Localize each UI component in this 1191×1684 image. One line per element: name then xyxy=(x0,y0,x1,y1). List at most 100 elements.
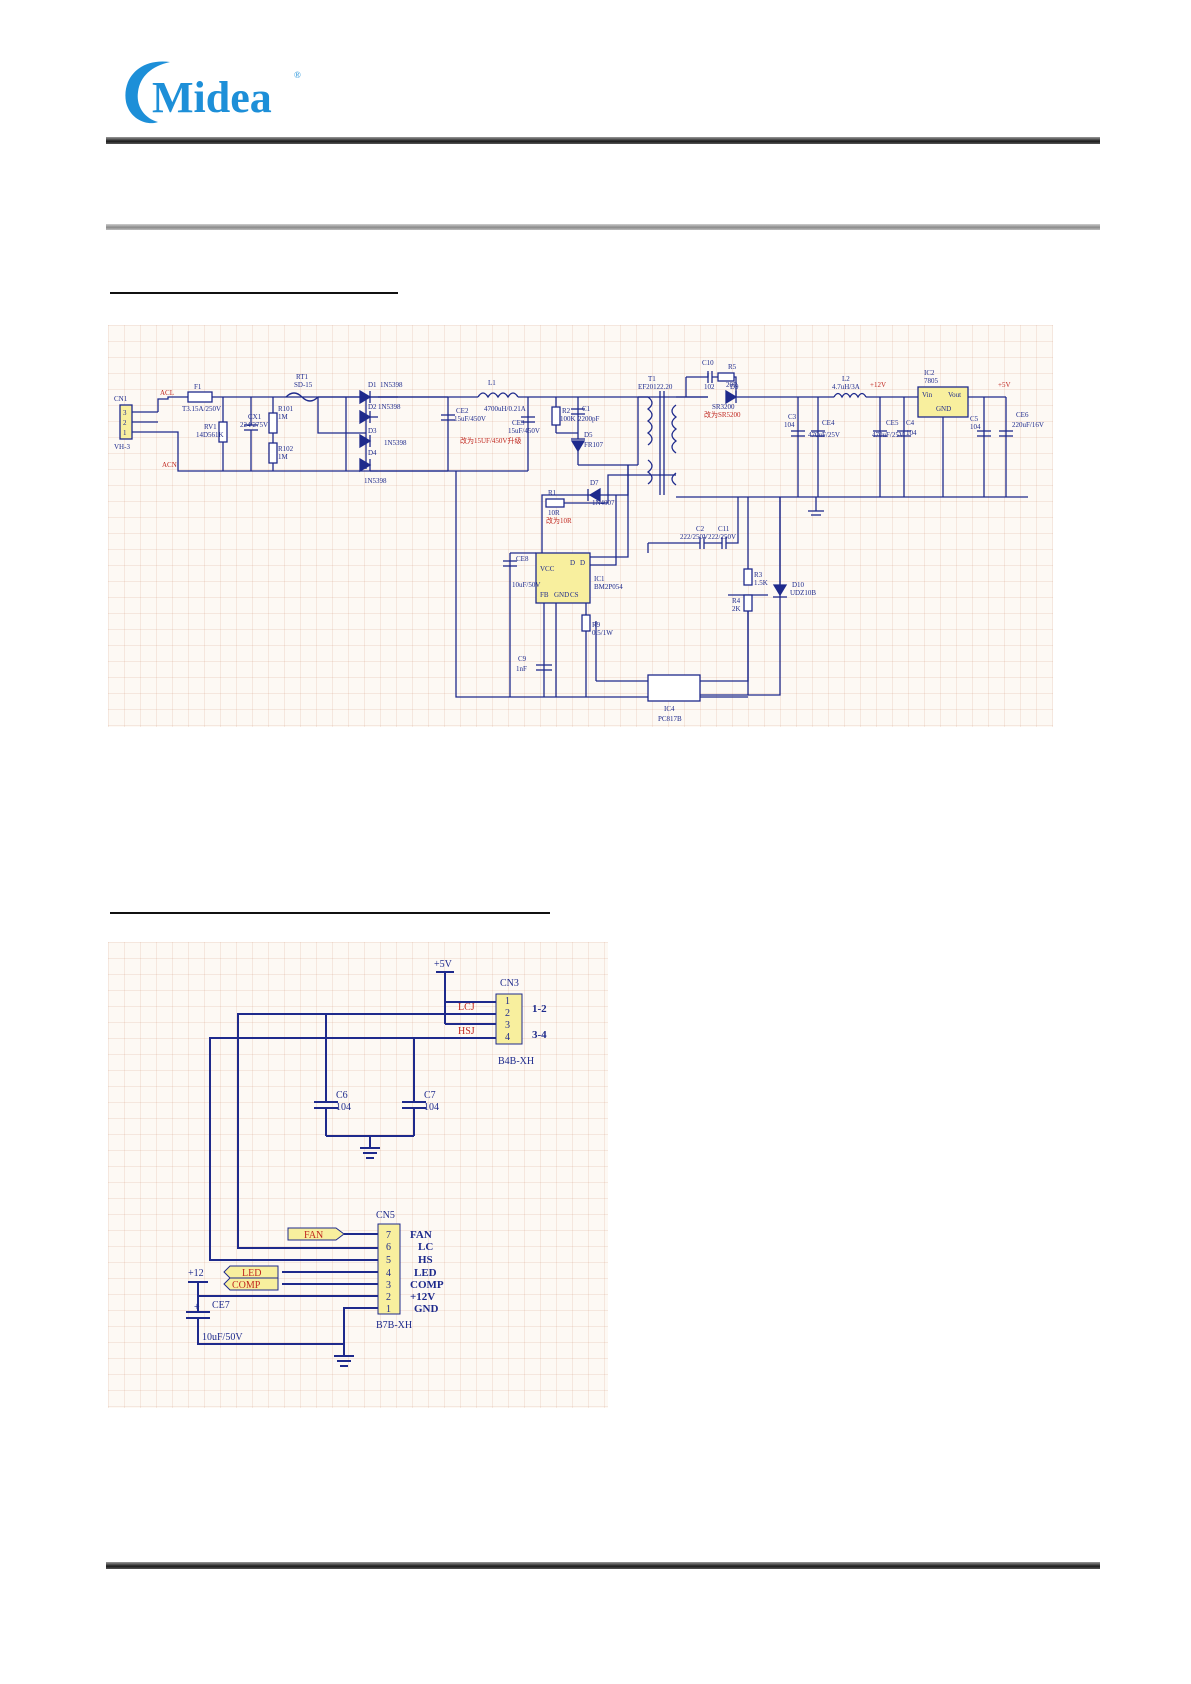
r2-label: R2 xyxy=(562,407,571,415)
l1-label: L1 xyxy=(488,379,496,387)
f1-value: T3.15A/250V xyxy=(182,405,221,413)
d5-value: FR107 xyxy=(584,441,604,449)
ce3-label: CE3 xyxy=(512,419,525,427)
r3-label: R3 xyxy=(754,571,763,579)
logo-swoosh xyxy=(125,61,170,124)
ic2-label: IC2 xyxy=(924,369,935,377)
ce7-value: 10uF/50V xyxy=(202,1332,243,1343)
ce7-label: CE7 xyxy=(212,1300,230,1311)
c7-label: C7 xyxy=(424,1090,436,1101)
l1-value: 4700uH/0.21A xyxy=(484,405,526,413)
d7-label: D7 xyxy=(590,479,599,487)
d2-label: D2 xyxy=(368,403,377,411)
comp-port-label: COMP xyxy=(232,1280,261,1291)
ic1-pin-d1: D xyxy=(570,559,575,567)
ic1-label: IC1 xyxy=(594,575,605,583)
cn5-label-led: LED xyxy=(414,1267,437,1279)
logo-registered: ® xyxy=(294,70,301,80)
ic4-value: PC817B xyxy=(658,715,682,723)
cn5-label-comp: COMP xyxy=(410,1279,444,1291)
ce6-label: CE6 xyxy=(1016,411,1029,419)
ce2-label: CE2 xyxy=(456,407,469,415)
cn3-note-1-2: 1-2 xyxy=(532,1003,547,1015)
plus5-net: +5V xyxy=(998,381,1011,389)
cn3-label: CN3 xyxy=(500,978,519,989)
c10-label: C10 xyxy=(702,359,714,367)
ic1-pin-d2: D xyxy=(580,559,585,567)
ic2-vin: Vin xyxy=(922,391,933,399)
d7-value: 1N4007 xyxy=(592,499,615,507)
r2-value: 100K xyxy=(560,415,576,423)
plus12-net: +12V xyxy=(870,381,886,389)
c6-label: C6 xyxy=(336,1090,348,1101)
cn3-pin-3: 3 xyxy=(505,1020,510,1031)
c1-label: C1 xyxy=(582,405,591,413)
ce4-value: 470uF/25V xyxy=(808,431,840,439)
r9-label: R9 xyxy=(592,621,601,629)
connector-schematic: +5V CN3 1 2 3 4 B4B-XH C6 104 C7 104 CN5… xyxy=(108,942,608,1408)
c10-value: 102 xyxy=(704,383,715,391)
t1-label: T1 xyxy=(648,375,656,383)
cn5-label-lc: LC xyxy=(418,1241,433,1253)
ce3-value: 15uF/450V xyxy=(508,427,540,435)
d4-label: D4 xyxy=(368,449,377,457)
ce5-value: 470uF/25V xyxy=(872,431,904,439)
d5-label: D5 xyxy=(584,431,593,439)
c5-value: 104 xyxy=(970,423,981,431)
ic2-gnd: GND xyxy=(936,405,951,413)
acn-net: ACN xyxy=(162,461,177,469)
rt1-label: RT1 xyxy=(296,373,309,381)
d9-value: SR3200 xyxy=(712,403,735,411)
t1-value: EF20122.20 xyxy=(638,383,673,391)
cn5-part: B7B-XH xyxy=(376,1320,412,1331)
c9-value: 1nF xyxy=(516,665,527,673)
l2-value: 4.7uH/3A xyxy=(832,383,860,391)
cn3-pin-4: 4 xyxy=(505,1032,510,1043)
r4-value: 2K xyxy=(732,605,741,613)
d9-note: 改为SR5200 xyxy=(704,410,741,419)
ce4-label: CE4 xyxy=(822,419,835,427)
cn5-pin-2: 2 xyxy=(386,1292,391,1303)
l2-label: L2 xyxy=(842,375,850,383)
d4-value: 1N5398 xyxy=(364,477,387,485)
c6-value: 104 xyxy=(336,1102,351,1113)
c11-value: 222/250V xyxy=(708,533,736,541)
r4-label: R4 xyxy=(732,597,741,605)
led-port-label: LED xyxy=(242,1268,261,1279)
c9-label: C9 xyxy=(518,655,527,663)
f1-label: F1 xyxy=(194,383,202,391)
rv1-value: 14D561K xyxy=(196,431,224,439)
c7-value: 104 xyxy=(424,1102,439,1113)
midea-logo: Midea ® xyxy=(125,61,301,124)
r102-value: 1M xyxy=(278,453,289,461)
ic1-pin-fb: FB xyxy=(540,591,549,599)
cn1-pin-1: 1 xyxy=(123,429,127,437)
d2-value: 1N5398 xyxy=(378,403,401,411)
logo-wordmark: Midea xyxy=(152,73,272,122)
cn3-pin-1: 1 xyxy=(505,996,510,1007)
footer-rule xyxy=(106,1562,1100,1569)
d10-value: UDZ10B xyxy=(790,589,816,597)
ce2-value: 15uF/450V xyxy=(454,415,486,423)
c4-label: C4 xyxy=(906,419,915,427)
cn5-pin-7: 7 xyxy=(386,1230,391,1241)
cn1-pin-2: 2 xyxy=(123,419,127,427)
cn5-label: CN5 xyxy=(376,1210,395,1221)
r5-label: R5 xyxy=(728,363,737,371)
c1-value: 2200pF xyxy=(578,415,600,423)
ce2-note: 改为15UF/450V升级 xyxy=(460,436,521,445)
plus5-net-label: +5V xyxy=(434,959,453,970)
ce8-label: CE8 xyxy=(516,555,529,563)
cn1-label: CN1 xyxy=(114,395,128,403)
header-rule xyxy=(106,137,1100,144)
c2-label: C2 xyxy=(696,525,705,533)
d3-value: 1N5398 xyxy=(384,439,407,447)
hsj-net-label: HSJ xyxy=(458,1026,475,1037)
ic2-value: 7805 xyxy=(924,377,939,385)
ce5-label: CE5 xyxy=(886,419,899,427)
section2-heading-underline xyxy=(110,912,550,914)
c2-value: 222/250V xyxy=(680,533,708,541)
ic1-pin-vcc: VCC xyxy=(540,565,555,573)
ic4-label: IC4 xyxy=(664,705,675,713)
c4-value: 104 xyxy=(906,429,917,437)
